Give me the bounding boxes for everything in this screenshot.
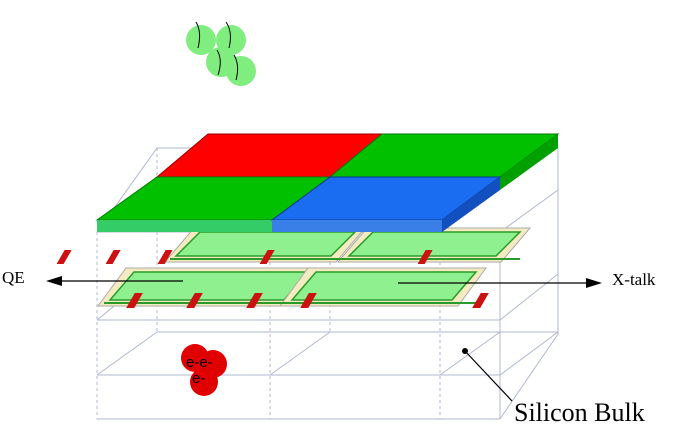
transistor-gate	[126, 293, 143, 308]
electron-label-bottom: e-	[192, 370, 206, 387]
photon-icon	[186, 25, 216, 55]
transistor-gate	[417, 250, 433, 264]
transistor-gate	[259, 250, 275, 264]
qe-label: QE	[2, 268, 25, 287]
transistor-gate	[246, 293, 263, 308]
transistor-gate	[300, 293, 317, 308]
transistor-gate	[186, 293, 203, 308]
electron-icon	[190, 368, 218, 396]
color-filter-array	[95, 133, 560, 232]
qe-arrow	[46, 276, 183, 286]
circuit-layer-front	[97, 267, 489, 308]
silicon-bulk-pointer	[462, 348, 513, 402]
photons	[186, 21, 256, 86]
arrow-right-icon	[586, 278, 602, 288]
electrons	[181, 344, 227, 396]
arrow-left-icon	[46, 276, 62, 286]
photon-icon	[226, 56, 256, 86]
silicon-bulk-label: Silicon Bulk	[514, 398, 645, 427]
transistor-gate	[472, 293, 489, 308]
electron-label-top: e-e-	[186, 354, 213, 371]
transistor-gate	[105, 250, 121, 264]
transistor-gate	[56, 250, 72, 264]
transistor-gate	[157, 250, 173, 264]
xtalk-arrow	[398, 278, 602, 288]
circuit-layer-back	[56, 227, 532, 264]
xtalk-label: X-talk	[612, 270, 656, 289]
